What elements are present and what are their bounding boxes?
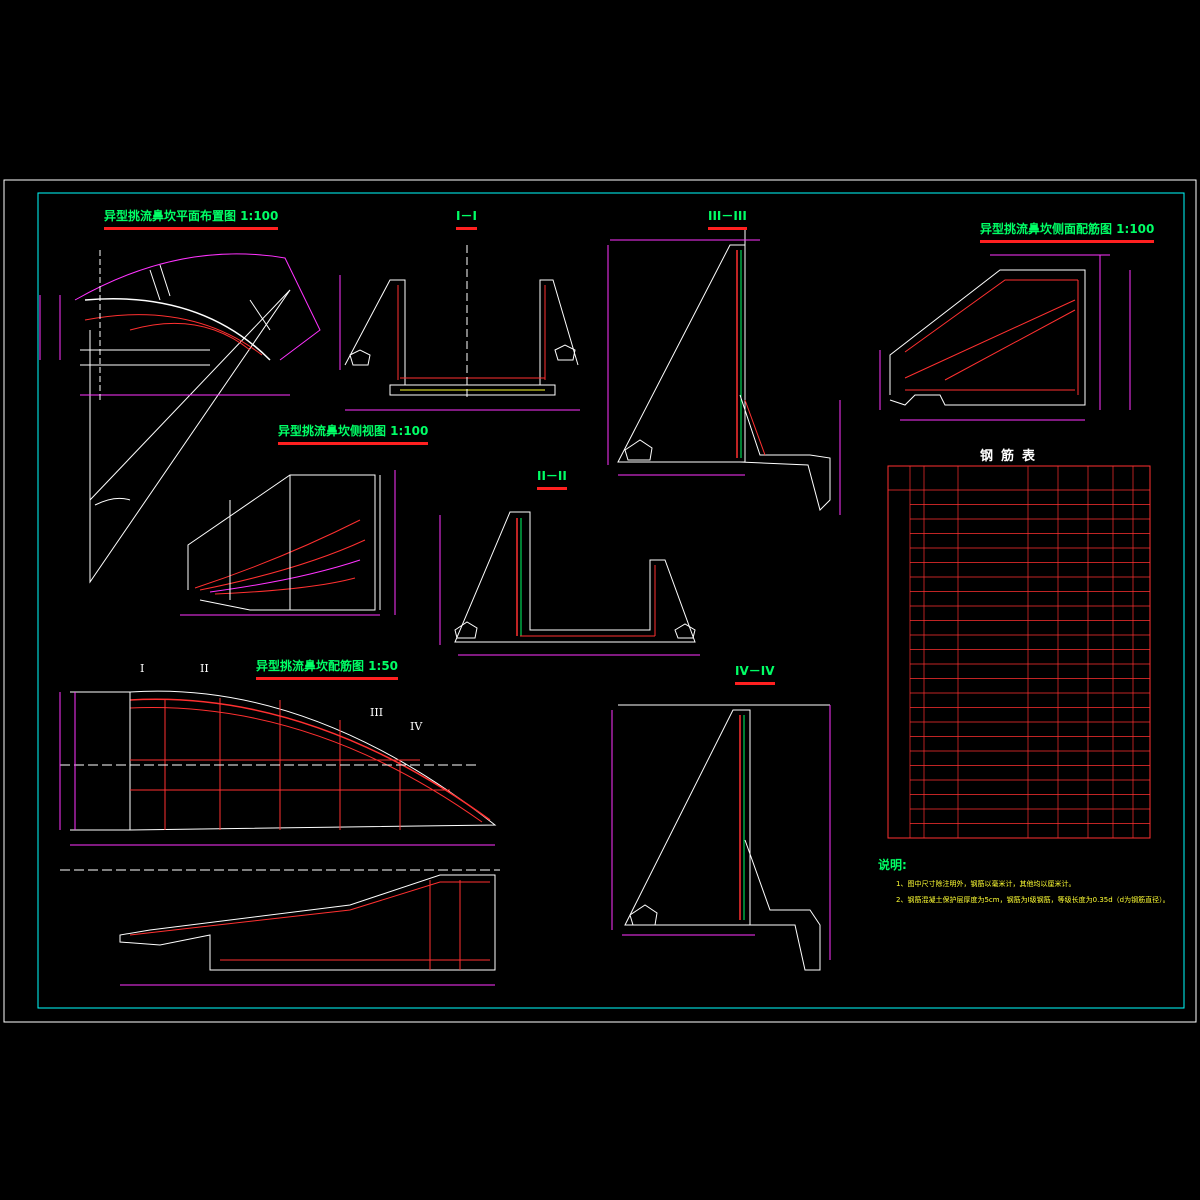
section-3-view [607,230,841,515]
notes-heading: 说明: [878,858,907,872]
title-section-3: III－III [708,207,747,230]
rebar-table-title: 钢筋表 [980,449,1044,464]
marker-1: I [140,662,145,675]
marker-4: IV [410,720,423,733]
title-section-4: IV－IV [735,662,775,685]
notes-line-1: 1、图中尺寸除注明外，钢筋以毫米计，其他均以厘米计。 [896,880,1076,888]
title-section-1: I－I [456,207,477,230]
section-2-view [439,511,700,656]
marker-3: III [370,706,384,719]
notes-line-2: 2、钢筋混凝土保护层厚度为5cm，钢筋为I级钢筋，等级长度为0.35d（d为钢筋… [896,896,1170,904]
title-plan: 异型挑流鼻坎平面布置图 1:100 [104,207,279,230]
section-4-view [611,704,831,971]
title-side-view: 异型挑流鼻坎侧视图 1:100 [278,422,429,445]
title-section-2: II－II [537,467,567,490]
notes-block: 说明: 1、图中尺寸除注明外，钢筋以毫米计，其他均以厘米计。 2、钢筋混凝土保护… [878,856,1178,905]
plan-rebar-view [59,690,497,846]
marker-2: II [200,662,209,675]
title-side-rebar: 异型挑流鼻坎侧面配筋图 1:100 [980,220,1155,243]
longitudinal-section-view [60,869,500,986]
inner-frame [37,192,1185,1009]
side-view [180,470,396,616]
title-plan-rebar: 异型挑流鼻坎配筋图 1:50 [256,657,399,680]
plan-layout-view [39,250,321,584]
rebar-table [887,465,1151,839]
rebar-table-border [887,465,1151,839]
section-1-view [339,245,580,411]
outer-frame [3,179,1197,1023]
side-rebar-view [879,254,1131,421]
